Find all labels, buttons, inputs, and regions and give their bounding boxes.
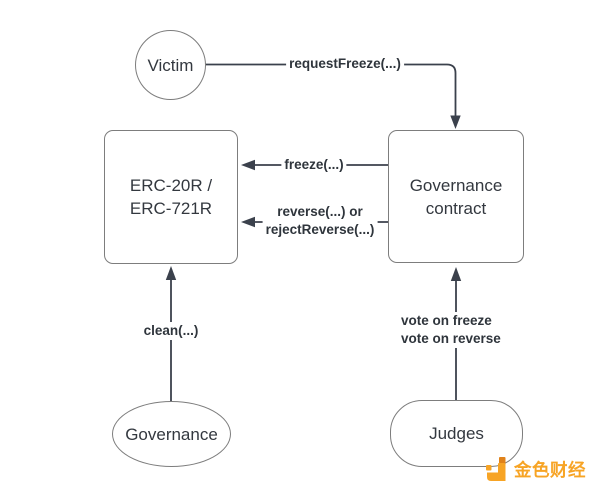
arrowhead-left-icon xyxy=(241,159,255,171)
node-victim-label: Victim xyxy=(147,55,194,75)
node-erc-tokens: ERC-20R / ERC-721R xyxy=(104,130,238,264)
edge-clean xyxy=(165,266,177,401)
node-governance-contract: Governance contract xyxy=(388,130,524,263)
arrowhead-up-icon xyxy=(450,267,462,281)
node-judges: Judges xyxy=(390,400,523,467)
node-governance: Governance xyxy=(112,401,231,467)
arrowhead-left-icon xyxy=(241,216,255,228)
node-erc-tokens-label-line2: ERC-721R xyxy=(129,199,213,218)
edge-request-freeze xyxy=(205,63,461,129)
edge-label-freeze: freeze(...) xyxy=(281,156,347,174)
node-governance-contract-label-line2: contract xyxy=(425,198,487,218)
node-erc-tokens-label-line1: ERC-20R / xyxy=(129,176,213,195)
arrowhead-up-icon xyxy=(165,266,177,280)
node-governance-contract-label: Governance contract xyxy=(410,174,503,220)
edge-label-clean: clean(...) xyxy=(140,322,202,340)
edge-label-reverse-line2: rejectReverse(...) xyxy=(265,222,375,237)
edge-label-request-freeze: requestFreeze(...) xyxy=(286,55,404,73)
edge-label-reverse-line1: reverse(...) or xyxy=(277,204,363,219)
watermark-text: 金色财经 xyxy=(514,459,586,480)
node-judges-label: Judges xyxy=(429,424,484,443)
edge-request-freeze-line xyxy=(205,63,457,116)
edge-label-vote: vote on freeze vote on reverse xyxy=(398,312,504,348)
node-erc-tokens-label: ERC-20R / ERC-721R xyxy=(130,174,212,220)
node-governance-label: Governance xyxy=(125,424,218,444)
node-victim: Victim xyxy=(135,30,206,100)
edge-label-vote-line2: vote on reverse xyxy=(401,331,501,346)
edge-label-reverse: reverse(...) or rejectReverse(...) xyxy=(262,203,378,239)
edge-label-vote-line1: vote on freeze xyxy=(401,313,492,328)
node-governance-contract-label-line1: Governance xyxy=(409,175,503,195)
jinse-finance-watermark: 金色财经 xyxy=(483,454,586,484)
jinse-logo-icon xyxy=(486,457,506,481)
arrowhead-down-icon xyxy=(450,115,461,129)
